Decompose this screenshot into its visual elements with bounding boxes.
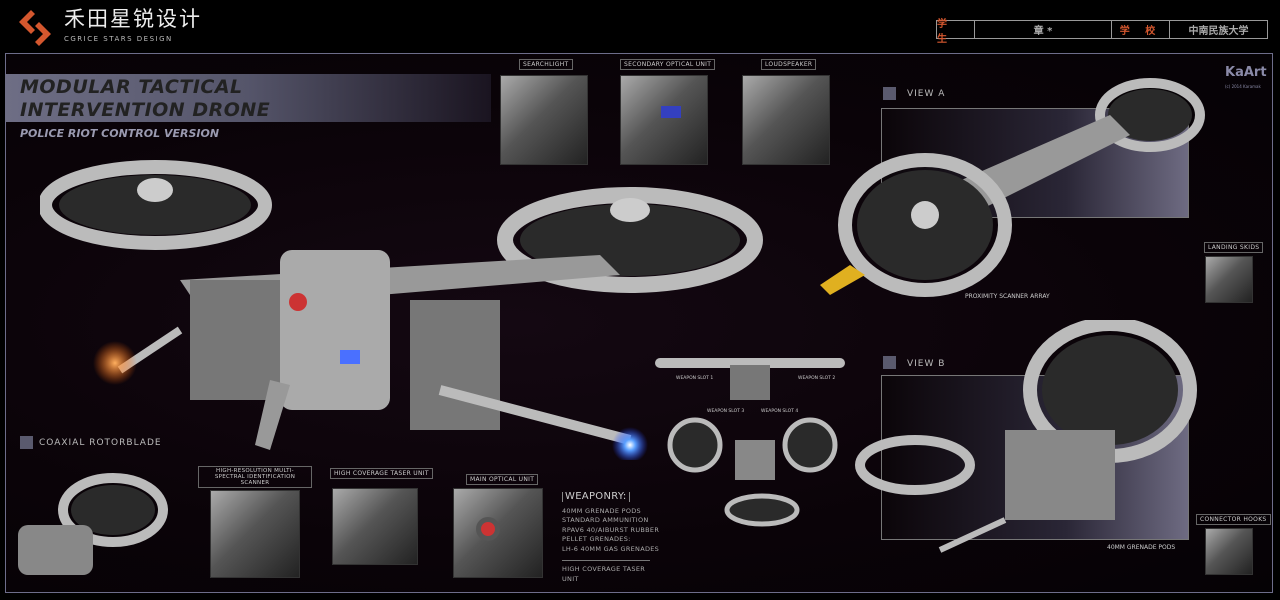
view-b-render	[855, 320, 1197, 553]
logo-tagline: CGRICE STARS DESIGN	[64, 35, 173, 43]
title-line-2: INTERVENTION DRONE	[20, 99, 271, 121]
main-optical-label: MAIN OPTICAL UNIT	[466, 474, 539, 485]
info-bar: 学 生 章 * 学 校 中南民族大学	[936, 19, 1268, 45]
main-drone-render	[40, 160, 763, 460]
main-optical-image	[453, 488, 543, 578]
weaponry-item: RPAV6 40/AIBURST RUBBER	[562, 525, 660, 534]
loudspeaker-image	[742, 75, 830, 165]
scanner-image	[210, 490, 300, 578]
secondary-optical-image	[620, 75, 708, 165]
watermark-sub: (c) 2014 Karamak	[1225, 84, 1261, 89]
logo-icon	[19, 10, 51, 46]
student-label: 学 生	[937, 19, 975, 45]
weaponry-item: STANDARD AMMUNITION	[562, 516, 649, 524]
student-value: 章 *	[975, 21, 1112, 38]
title-line-1: MODULAR TACTICAL	[20, 76, 243, 98]
front-view-render	[655, 358, 845, 527]
loudspeaker-label: LOUDSPEAKER	[761, 59, 817, 70]
grenade-pods-label: 40MM GRENADE PODS	[1107, 544, 1176, 551]
school-label: 学 校	[1112, 21, 1170, 38]
weapon-slot-1: WEAPON SLOT 1	[676, 376, 714, 381]
view-a-marker	[883, 87, 896, 100]
connector-hooks-label: CONNECTOR HOOKS	[1196, 514, 1271, 525]
weapon-slot-4: WEAPON SLOT 4	[761, 409, 799, 414]
watermark: KaArt	[1225, 65, 1267, 80]
taser-label: HIGH COVERAGE TASER UNIT	[330, 468, 433, 479]
logo-name: 禾田星锐设计	[64, 7, 202, 31]
weaponry-heading: WEAPONRY:	[562, 492, 630, 502]
landing-skids-label: LANDING SKIDS	[1204, 242, 1264, 253]
weaponry-list: WEAPONRY: 40MM GRENADE PODS STANDARD AMM…	[562, 492, 659, 584]
weaponry-item: PELLET GRENADES:	[562, 535, 631, 543]
page-subtitle: POLICE RIOT CONTROL VERSION	[20, 127, 220, 140]
coaxial-rotorblade-render	[18, 473, 168, 575]
weaponry-item: 40MM GRENADE PODS	[562, 506, 641, 515]
view-a-label: VIEW A	[907, 89, 946, 99]
view-b-marker	[883, 356, 896, 369]
taser-image	[332, 488, 418, 565]
weapon-slot-2: WEAPON SLOT 2	[798, 376, 836, 381]
proximity-label: PROXIMITY SCANNER ARRAY	[965, 293, 1050, 300]
view-b-label: VIEW B	[907, 359, 946, 369]
landing-skids-image	[1205, 256, 1253, 303]
weaponry-footer: HIGH COVERAGE TASER UNIT	[562, 560, 650, 584]
view-a-render	[820, 78, 1205, 297]
coaxial-label: COAXIAL ROTORBLADE	[39, 438, 162, 448]
secondary-optical-label: SECONDARY OPTICAL UNIT	[620, 59, 716, 70]
searchlight-image	[500, 75, 588, 165]
title-band	[5, 74, 491, 122]
scanner-label: HIGH-RESOLUTION MULTI-SPECTRAL IDENTIFIC…	[198, 466, 312, 488]
searchlight-label: SEARCHLIGHT	[519, 59, 573, 70]
weapon-slot-3: WEAPON SLOT 3	[707, 409, 745, 414]
connector-hooks-image	[1205, 528, 1253, 575]
weaponry-item: LH-6 40MM GAS GRENADES	[562, 544, 660, 553]
coaxial-marker	[20, 436, 33, 449]
school-value: 中南民族大学	[1188, 26, 1249, 37]
